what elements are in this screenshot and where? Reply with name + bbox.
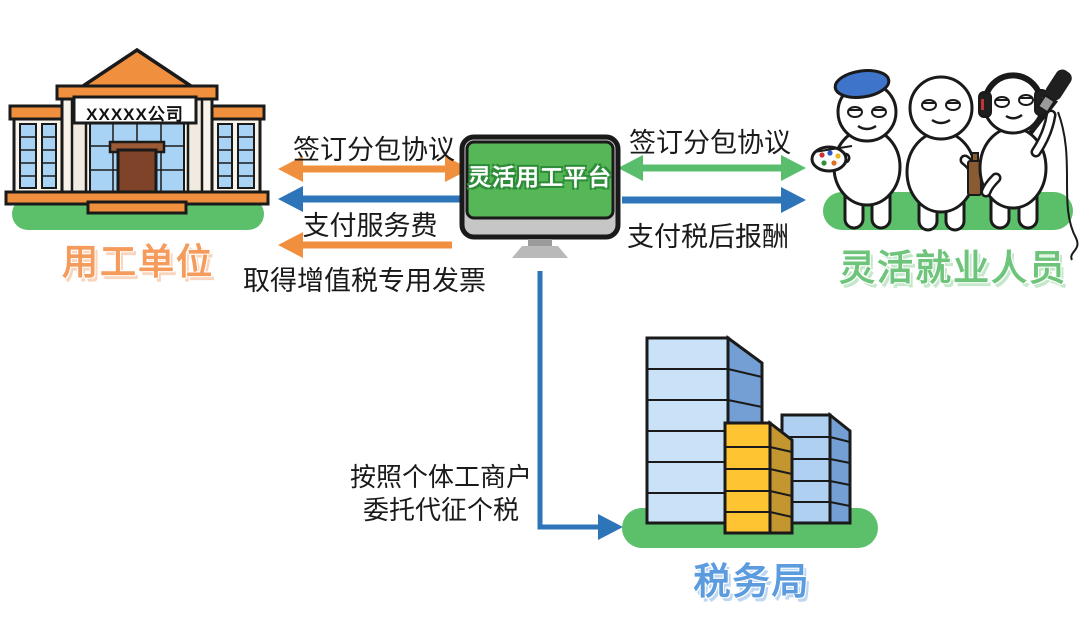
beret-icon [833,69,891,99]
company-sign [72,95,198,125]
label-tax-delegate: 按照个体工商户 委托代征个税 [350,461,532,527]
label-tax-delegate-line1: 按照个体工商户 [349,462,533,492]
microphone-icon [1036,69,1072,114]
worker-middle [905,75,982,232]
label-right-sign-agreement: 签订分包协议 [629,128,791,158]
company-sign-text: XXXXX公司 [86,105,184,124]
tax-bureau-caption: 税务局 [693,561,811,602]
label-tax-delegate-line2: 委托代征个税 [362,495,520,525]
arrow-sign-agreement-left [278,156,470,182]
arrow-sign-agreement-right [618,155,806,181]
label-vat-invoice: 取得增值税专用发票 [243,266,486,296]
employer-building-icon [4,47,270,230]
platform-label: 灵活用工平台 [468,164,612,190]
label-pay-after-tax: 支付税后报酬 [627,222,789,252]
label-pay-service-fee: 支付服务费 [302,211,438,241]
workers-caption: 灵活就业人员 [838,247,1068,288]
palette-icon [810,145,853,173]
tax-building-yellow [723,419,794,535]
label-left-sign-agreement: 签订分包协议 [293,135,455,165]
arrow-pay-after-tax [622,187,806,213]
employer-caption: 用工单位 [61,241,215,282]
door-icon [116,148,158,196]
arrow-pay-service-fee [278,186,460,212]
tax-bureau-icon [622,335,878,548]
worker-painter [810,69,902,230]
arrow-tax-delegate [537,271,623,540]
flexible-workers-icon [810,69,1079,261]
platform-monitor-icon [459,134,621,258]
arrow-vat-invoice [278,232,452,258]
worker-recordist [978,69,1072,230]
